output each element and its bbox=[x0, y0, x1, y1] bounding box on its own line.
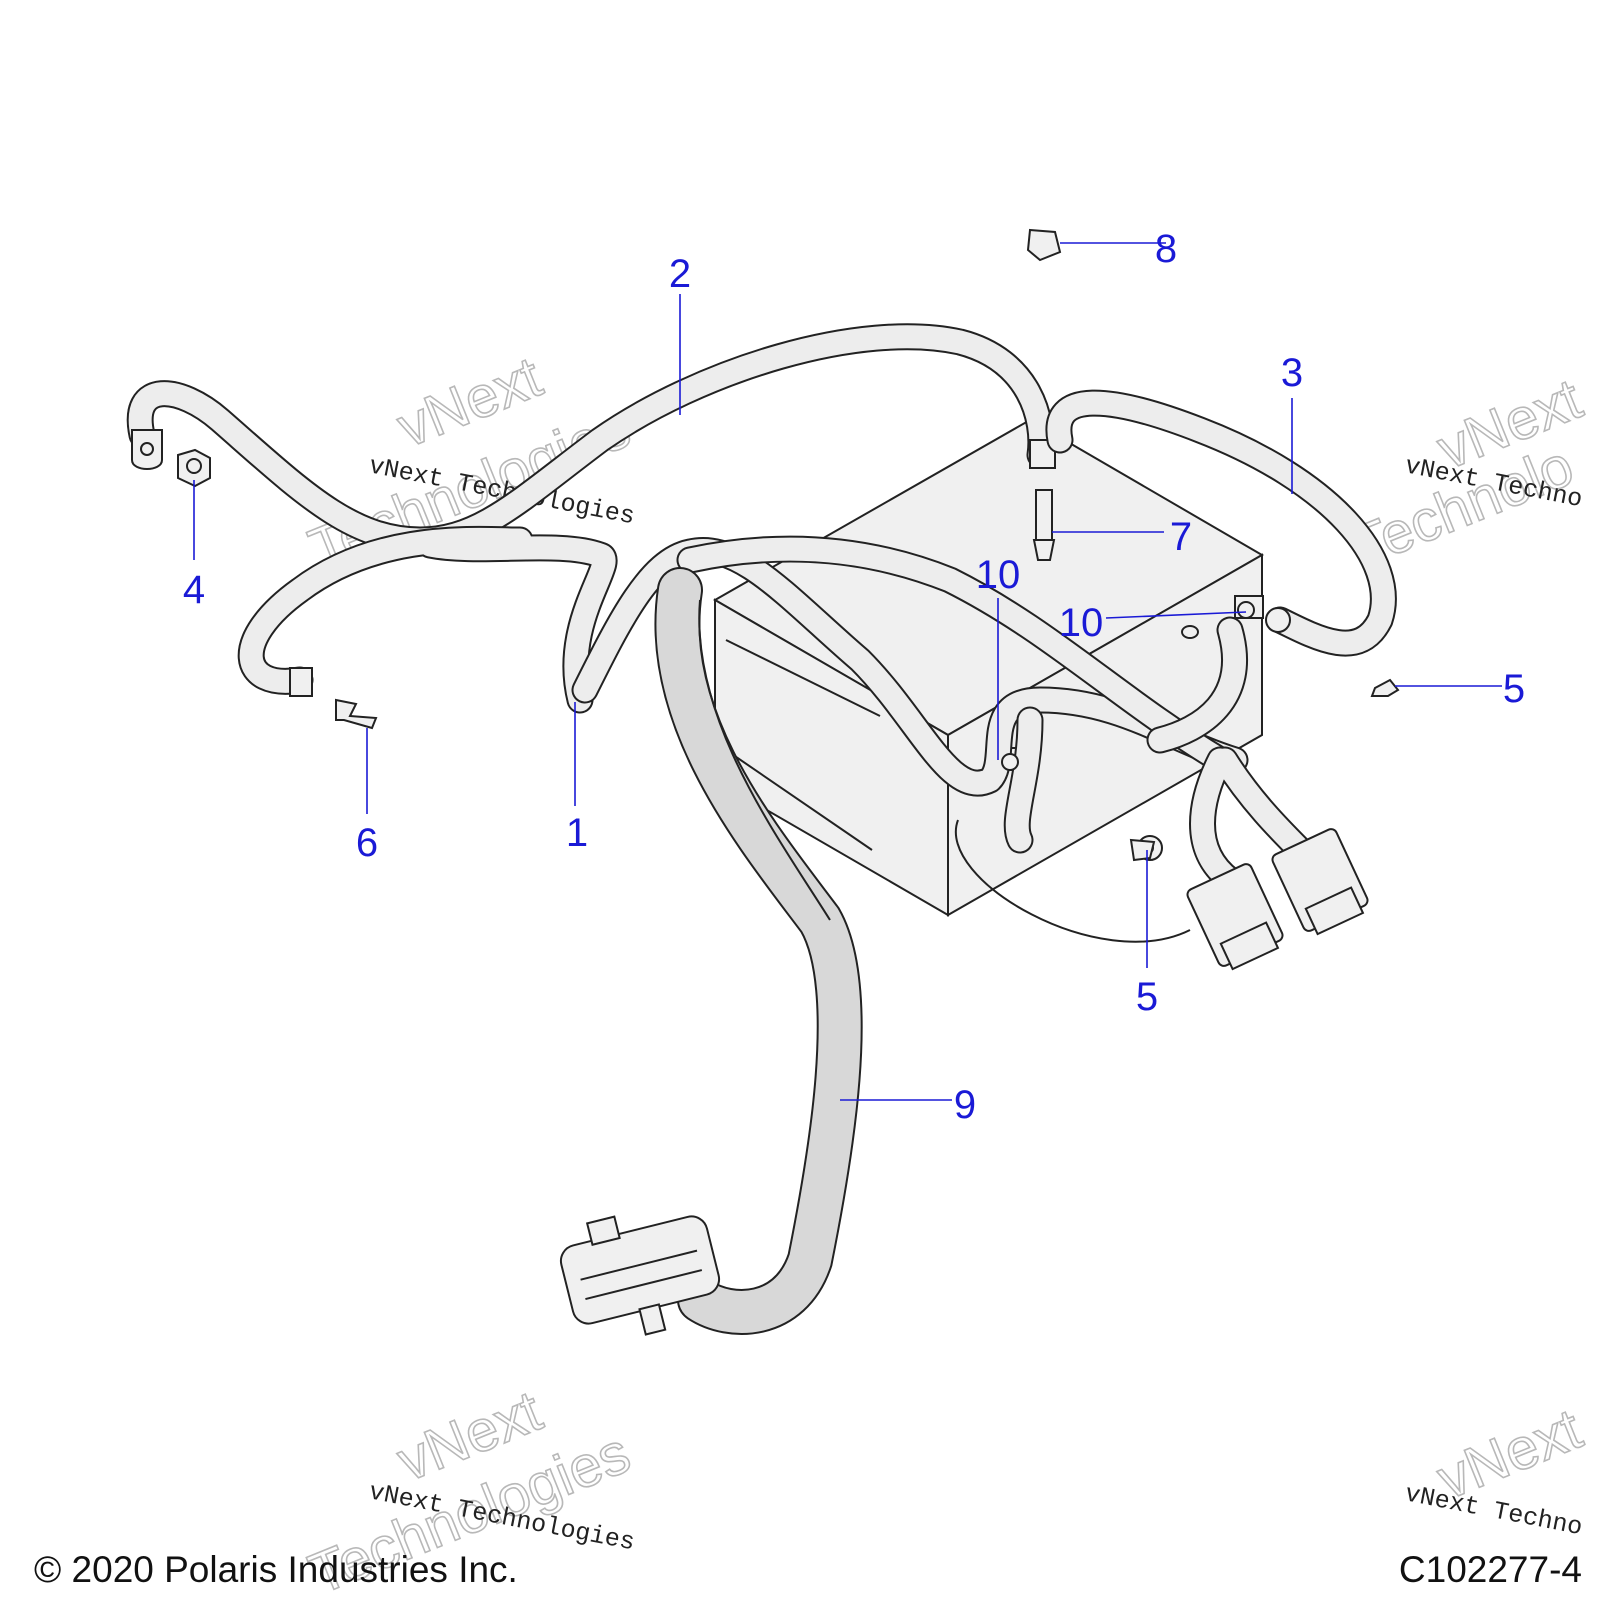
ring-terminal bbox=[1265, 607, 1291, 633]
nut-8 bbox=[1026, 228, 1062, 262]
callout-8[interactable]: 8 bbox=[1155, 227, 1177, 271]
callout-9[interactable]: 9 bbox=[954, 1083, 976, 1127]
watermark-bottom-right: vNext vNext Techno bbox=[1402, 1395, 1591, 1542]
connectors-pair bbox=[1186, 828, 1369, 971]
ring-terminal bbox=[289, 667, 313, 697]
stud-7 bbox=[1035, 489, 1053, 541]
figure-id: C102277-4 bbox=[1399, 1549, 1582, 1590]
connector-latch bbox=[585, 1215, 621, 1246]
cable-1 bbox=[237, 525, 618, 714]
callout-4[interactable]: 4 bbox=[183, 568, 205, 612]
ring-terminal-hole bbox=[140, 442, 154, 456]
connector-clip bbox=[638, 1303, 667, 1336]
harness-main bbox=[571, 535, 1314, 894]
cable-9 bbox=[654, 567, 863, 1335]
cable-2 bbox=[126, 323, 1056, 554]
connector-rib bbox=[585, 1269, 703, 1301]
callout-5-top[interactable]: 5 bbox=[1503, 667, 1525, 711]
hardware bbox=[177, 228, 1400, 862]
nut-4-hole bbox=[186, 458, 202, 474]
callout-7[interactable]: 7 bbox=[1170, 515, 1192, 559]
leader-lines bbox=[193, 242, 1502, 1101]
connector-9 bbox=[559, 1215, 721, 1336]
cable-3 bbox=[1045, 389, 1397, 657]
callout-2[interactable]: 2 bbox=[669, 252, 691, 296]
connector-socket bbox=[1219, 921, 1280, 971]
callout-10-left[interactable]: 10 bbox=[976, 553, 1021, 597]
copyright-text: © 2020 Polaris Industries Inc. bbox=[34, 1549, 518, 1590]
callout-3[interactable]: 3 bbox=[1281, 351, 1303, 395]
nut-4 bbox=[177, 448, 211, 488]
cable-9-edge bbox=[698, 599, 831, 921]
connector-socket bbox=[1304, 886, 1365, 936]
stud-7-tip bbox=[1032, 539, 1056, 561]
bolt-6 bbox=[335, 698, 378, 730]
leader-10-right bbox=[1105, 611, 1247, 619]
callout-1[interactable]: 1 bbox=[566, 811, 588, 855]
clip-10-top bbox=[1237, 601, 1255, 619]
callout-labels: 1 2 3 4 5 5 6 7 8 9 10 10 bbox=[183, 227, 1525, 1127]
callout-6[interactable]: 6 bbox=[356, 821, 378, 865]
battery-vent bbox=[1181, 625, 1199, 639]
bolt-5-bottom bbox=[1129, 838, 1156, 862]
battery-groove bbox=[725, 749, 873, 851]
clip-10-bottom bbox=[1001, 753, 1019, 771]
battery-groove bbox=[725, 639, 881, 717]
callout-5-bottom[interactable]: 5 bbox=[1136, 975, 1158, 1019]
bolt-5-top bbox=[1370, 678, 1400, 697]
connector-rib bbox=[580, 1249, 698, 1281]
battery-strap bbox=[954, 819, 1191, 943]
callout-10-right[interactable]: 10 bbox=[1059, 601, 1104, 645]
